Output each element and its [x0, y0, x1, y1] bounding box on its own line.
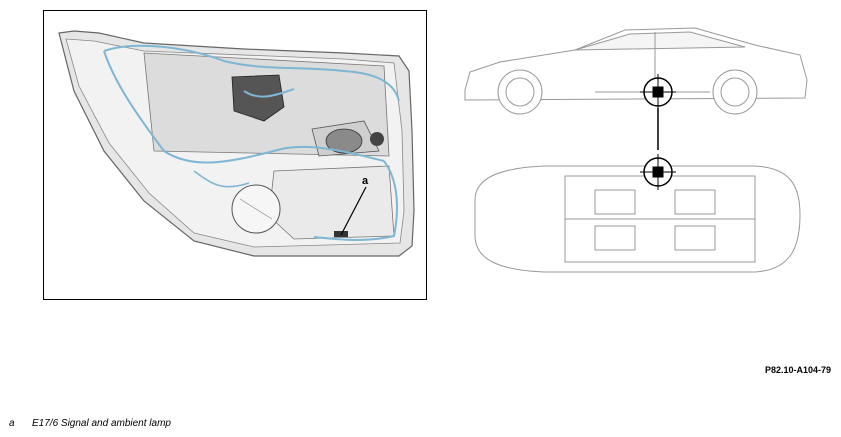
callout-a-label: a [362, 175, 369, 187]
legend-row: a E17/6 Signal and ambient lamp [9, 418, 171, 429]
vehicle-side-view [464, 27, 808, 115]
door-panel-illustration: a [43, 10, 427, 300]
vehicle-outline-drawing [464, 27, 808, 273]
legend-text: E17/6 Signal and ambient lamp [32, 418, 171, 429]
drawing-reference-code: P82.10-A104-79 [764, 365, 831, 375]
locator-crosshair-side [640, 74, 676, 150]
rear-door-drawing: a [58, 30, 415, 257]
legend-key: a [9, 418, 15, 429]
locator-crosshair-top [640, 154, 676, 190]
vehicle-top-view [474, 165, 801, 273]
vehicle-location-views [455, 20, 815, 300]
